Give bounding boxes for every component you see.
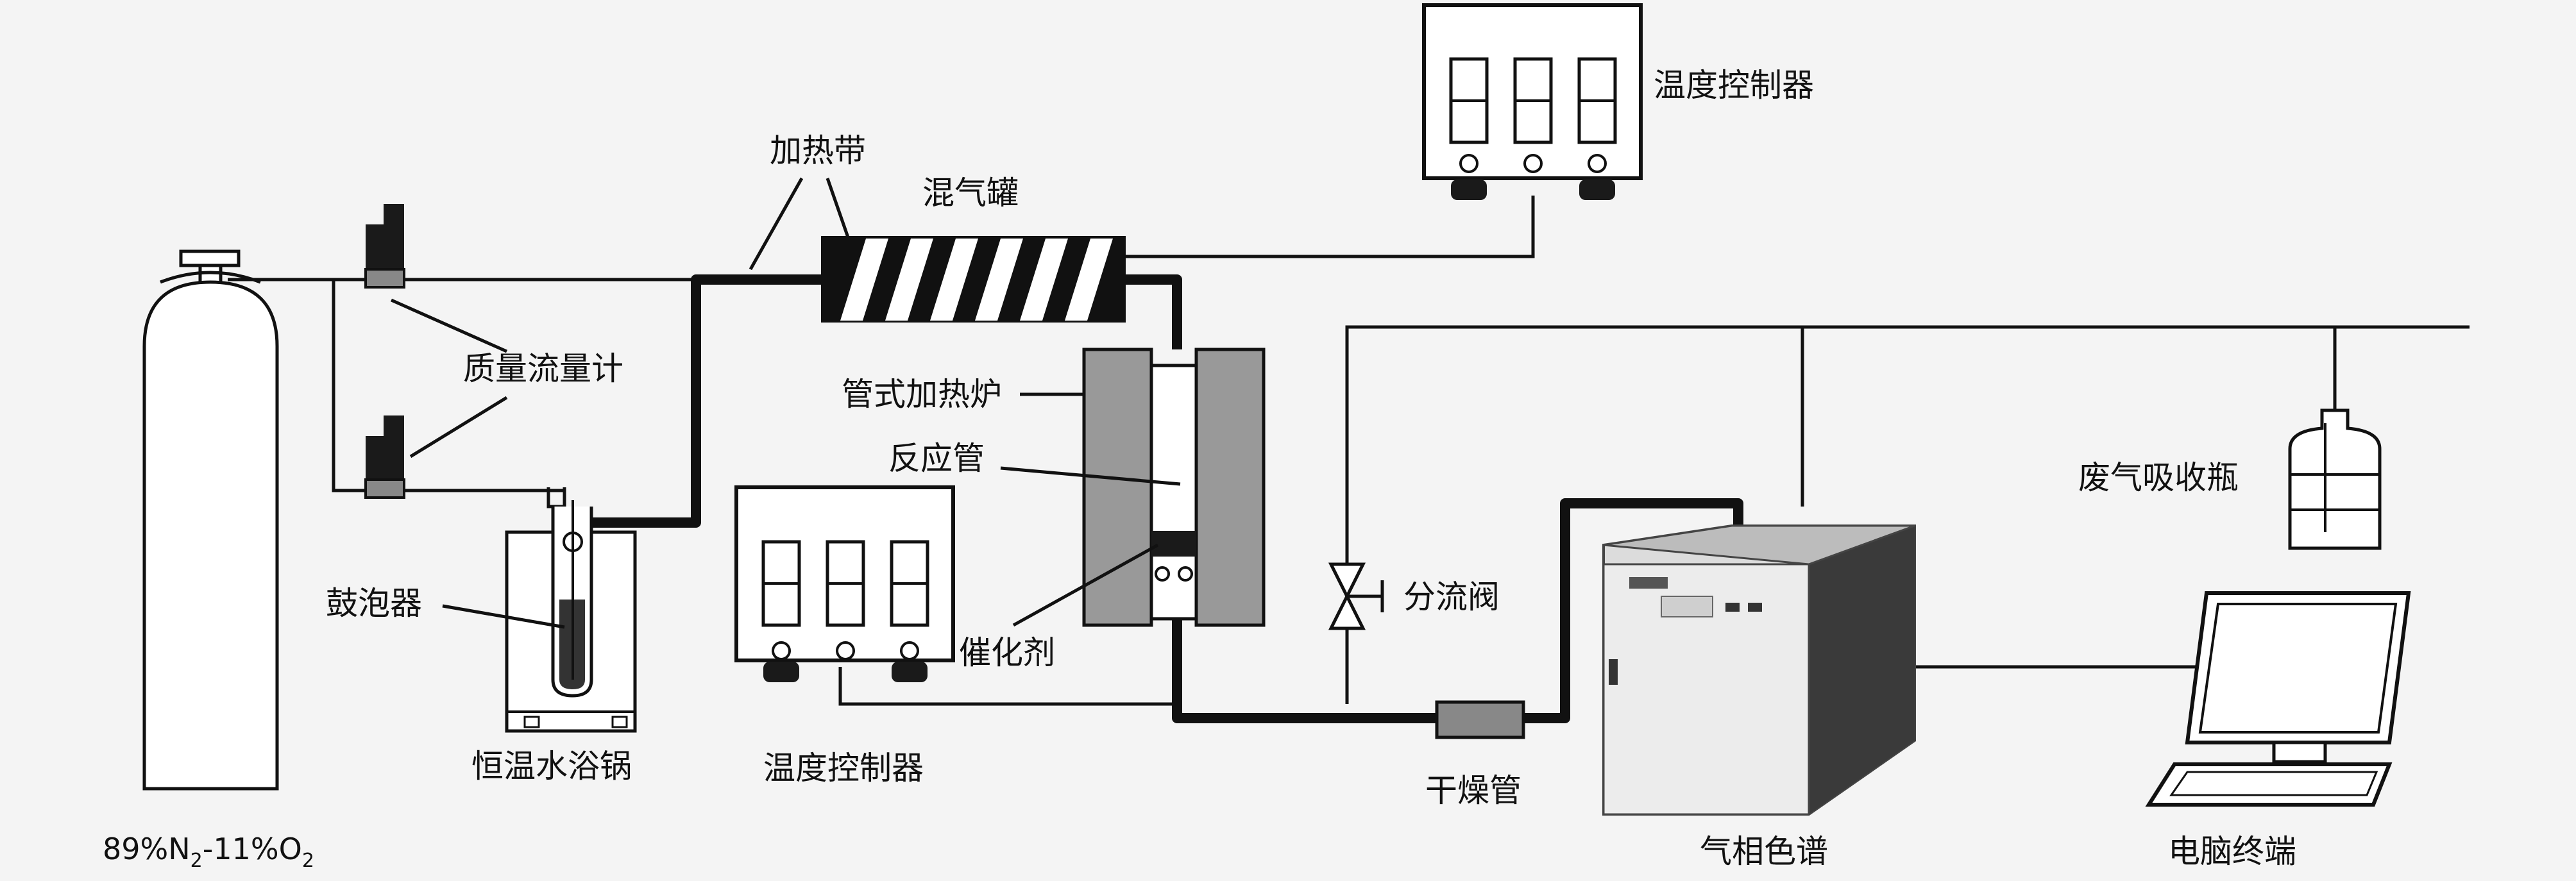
mass-flow-meter-top xyxy=(364,204,405,289)
waste-gas-bottle xyxy=(2288,408,2382,550)
heated-gas-lines xyxy=(590,274,1743,723)
bubbler xyxy=(547,487,593,698)
drying-tube-label: 干燥管 xyxy=(1425,772,1521,809)
drying-tube xyxy=(1435,700,1525,739)
temp-controller-bottom xyxy=(734,485,955,682)
water-bath-label: 恒温水浴锅 xyxy=(471,748,632,785)
mass-flow-meter-leaders xyxy=(390,298,508,458)
reaction-tube-leader xyxy=(1000,466,1181,486)
mixing-tank xyxy=(821,236,1126,323)
split-valve xyxy=(1328,562,1384,630)
gas-chromatograph-label: 气相色谱 xyxy=(1700,833,1828,870)
mixing-tank-label: 混气罐 xyxy=(922,174,1019,212)
gas-cylinder xyxy=(142,249,279,791)
computer-terminal-label: 电脑终端 xyxy=(2168,833,2296,870)
catalyst-leader xyxy=(1012,543,1159,627)
tube-furnace-label: 管式加热炉 xyxy=(842,376,1002,413)
waste-gas-bottle-label: 废气吸收瓶 xyxy=(2078,459,2239,496)
split-valve-label: 分流阀 xyxy=(1403,578,1500,616)
heating-tape-label: 加热带 xyxy=(770,132,866,169)
temp-controller-bottom-label: 温度控制器 xyxy=(763,750,924,787)
heating-tape-leaders xyxy=(749,177,850,271)
gas-cylinder-label: 89%N2-11%O2 xyxy=(103,832,314,872)
mass-flow-meter-label: 质量流量计 xyxy=(463,350,623,387)
temp-controller-top xyxy=(1422,3,1643,200)
bubbler-label: 鼓泡器 xyxy=(326,585,422,622)
gas-chromatograph xyxy=(1602,524,1916,816)
mass-flow-meter-bottom xyxy=(364,415,405,499)
catalyst-bed xyxy=(1151,531,1196,582)
temp-controller-top-label: 温度控制器 xyxy=(1654,67,1814,104)
bubbler-leader xyxy=(442,604,565,629)
computer-terminal xyxy=(2145,591,2411,807)
catalyst-label: 催化剂 xyxy=(959,634,1055,671)
reaction-tube-label: 反应管 xyxy=(888,440,985,477)
tube-furnace xyxy=(1082,348,1266,627)
